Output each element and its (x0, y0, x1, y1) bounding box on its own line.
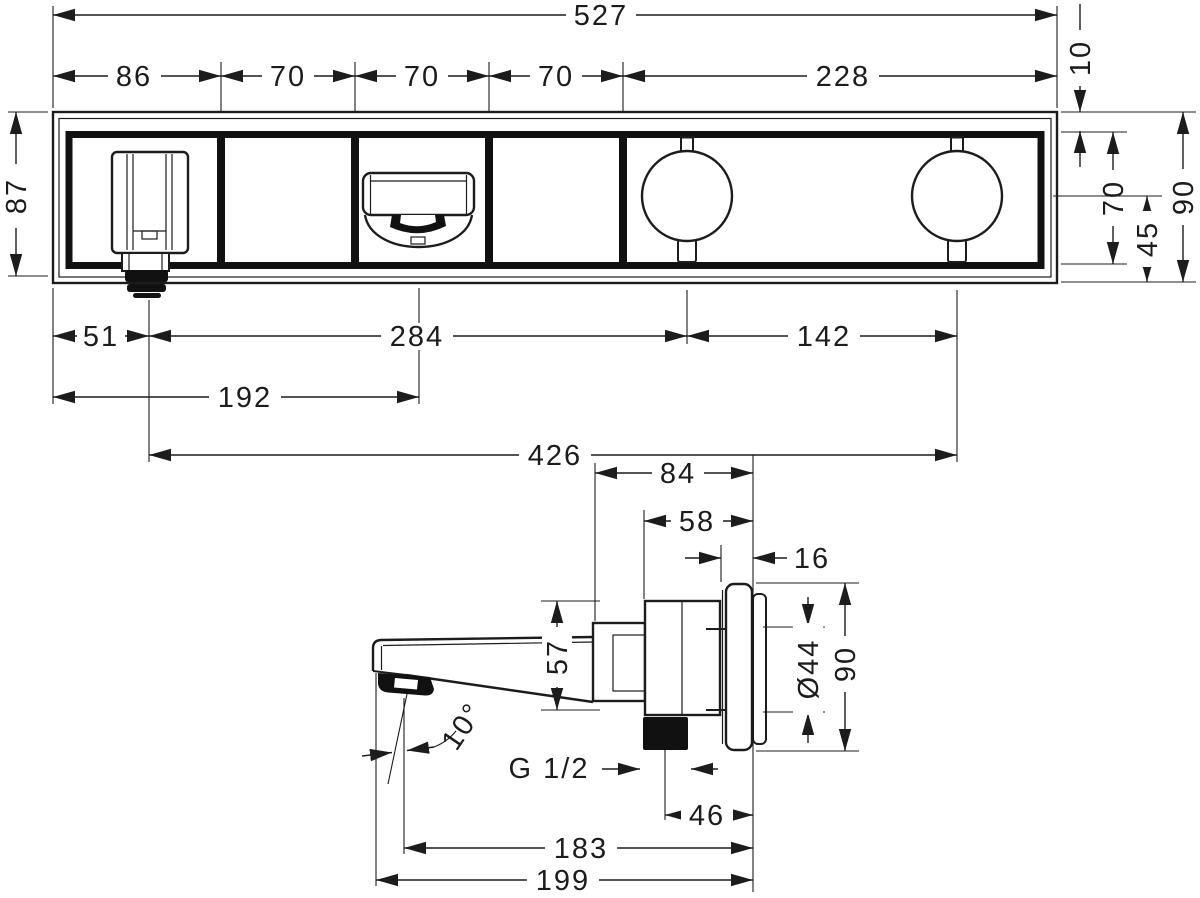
escutcheon-plate (724, 582, 754, 752)
dim-left-height: 87 (1, 111, 48, 277)
valve-body-side (643, 599, 726, 717)
front-view: 527 86 70 70 70 228 (1, 0, 1200, 472)
dim-depth-block: 58 (643, 506, 753, 599)
dim-spout-center: 192 (53, 382, 419, 414)
dim-label-527: 527 (574, 0, 628, 32)
aerator-side-slot (394, 678, 418, 690)
dim-label-16: 16 (794, 543, 830, 575)
side-view: 84 58 16 57 (361, 455, 862, 897)
dim-handle-unit-height: 70 (1061, 132, 1130, 265)
inwall-stub (752, 593, 767, 745)
dim-label-284: 284 (390, 321, 444, 353)
dim-overall-height: 90 (1061, 111, 1200, 282)
spout-bottom-tab (410, 236, 426, 245)
dim-center-to-bottom: 45 (1053, 195, 1196, 283)
dim-label-90-front: 90 (1168, 179, 1200, 215)
spout-top-edge (371, 635, 594, 671)
threaded-outlet (643, 717, 688, 820)
dim-body-height: 57 (541, 600, 600, 711)
dim-plate-height-side: 90 (756, 582, 862, 752)
spout-aerator-slot (400, 215, 436, 227)
dim-outlet-to-wall: 46 (665, 800, 753, 832)
handshower-outlet (110, 150, 190, 298)
dim-segment-row: 86 70 70 70 228 (53, 61, 1057, 112)
dim-spout-angle: 10° (361, 693, 490, 854)
dim-hose-to-handle2: 426 (149, 440, 957, 472)
spout-front-bulge (363, 214, 474, 249)
thread-nipple (643, 717, 688, 750)
dim-label-70c: 70 (538, 61, 574, 93)
dim-top-offset: 10 (1061, 4, 1127, 167)
knob-left-circle (640, 149, 734, 243)
dim-label-87: 87 (1, 178, 33, 214)
dim-depth-overall: 84 (594, 458, 753, 621)
dim-collar-diameter: Ø44 (763, 597, 825, 743)
dim-label-57: 57 (542, 639, 574, 675)
knob-right-circle (910, 149, 1004, 243)
dim-label-dia44: Ø44 (793, 639, 825, 700)
handle-knob-left (640, 136, 734, 263)
dim-label-51: 51 (83, 321, 119, 353)
mounting-step (591, 621, 647, 703)
step-outer (591, 621, 647, 703)
dim-label-426: 426 (528, 440, 582, 472)
outlet-nipple-ring-3 (133, 293, 161, 298)
dim-label-58: 58 (679, 506, 715, 538)
spout-front (361, 171, 476, 249)
dim-label-84: 84 (660, 458, 696, 490)
dim-label-199: 199 (536, 865, 590, 897)
dim-label-90-side: 90 (830, 646, 862, 682)
dim-centers-row: 51 284 142 (52, 288, 958, 462)
dim-label-228: 228 (816, 61, 870, 93)
dim-label-192: 192 (218, 382, 272, 414)
dim-aerator-to-wall: 183 (404, 833, 753, 865)
knob-left-bottom-tab (677, 239, 697, 263)
dim-label-70-right: 70 (1098, 180, 1130, 216)
handle-knob-right (910, 136, 1004, 263)
spout-tip-bottom (372, 670, 407, 676)
spout-front-box (361, 171, 476, 217)
dim-label-45: 45 (1132, 221, 1164, 257)
panel-face-frame (65, 131, 1045, 269)
outlet-nipple-ring-1 (125, 270, 168, 282)
escutcheon-side (721, 582, 754, 752)
dim-spout-length: 199 (375, 673, 753, 897)
dim-overall-width: 527 (52, 0, 1058, 108)
dim-label-46: 46 (689, 800, 725, 832)
holder-outline (110, 150, 190, 255)
dim-label-183: 183 (554, 833, 608, 865)
dim-label-g12: G 1/2 (509, 753, 590, 785)
knob-right-bottom-tab (947, 239, 967, 263)
outlet-nipple-ring-2 (127, 284, 166, 292)
trim-panel (51, 110, 1059, 285)
panel-inner-outline (58, 117, 1052, 278)
dim-label-142: 142 (797, 321, 851, 353)
dim-thread: G 1/2 (509, 753, 718, 785)
dim-label-70a: 70 (270, 61, 306, 93)
dim-plate-thickness: 16 (685, 543, 830, 582)
dim-label-86: 86 (116, 61, 152, 93)
dim-label-10deg: 10° (436, 697, 490, 756)
holder-notch (141, 230, 158, 240)
dim-label-70b: 70 (404, 61, 440, 93)
spout-side (371, 635, 594, 704)
dim-label-10: 10 (1065, 40, 1097, 76)
